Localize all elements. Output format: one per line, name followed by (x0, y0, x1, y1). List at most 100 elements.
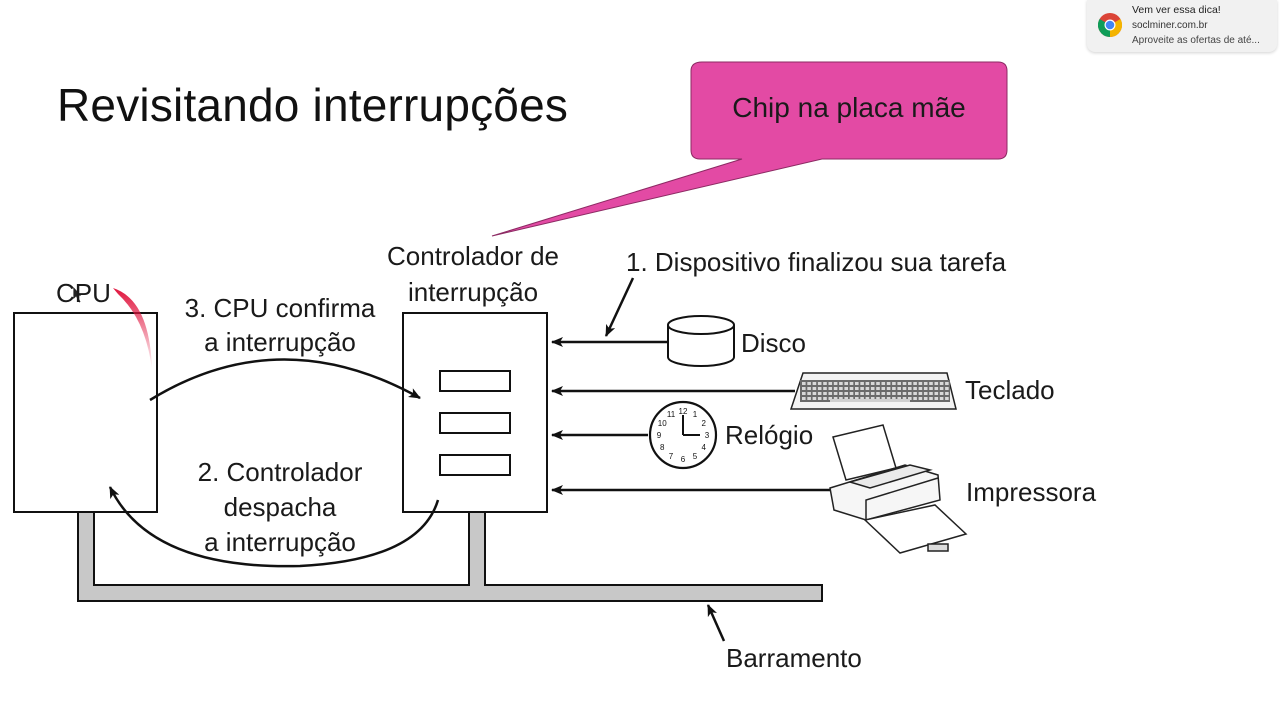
keyboard-key (908, 387, 912, 390)
keyboard-key (839, 387, 843, 390)
keyboard-key (886, 387, 891, 390)
keyboard-key (807, 387, 811, 390)
clock-numeral: 6 (681, 455, 686, 464)
keyboard-key (902, 382, 907, 385)
device-label-printer: Impressora (966, 477, 1097, 507)
cpu-label: CPU (56, 278, 111, 308)
keyboard-key (923, 392, 928, 395)
notification-source: soclminer.com.br (1132, 20, 1208, 31)
keyboard-key (897, 392, 901, 395)
keyboard-key (945, 392, 949, 395)
keyboard-key (892, 387, 896, 390)
clock-numeral: 3 (705, 431, 710, 440)
keyboard-key (902, 387, 907, 390)
device-label-disk: Disco (741, 328, 807, 358)
keyboard-key (849, 382, 854, 385)
keyboard-key (833, 387, 838, 390)
step2-label-line2: despacha (223, 492, 337, 522)
step3-label-line2: a interrupção (204, 327, 356, 357)
keyboard-key (881, 382, 886, 385)
keyboard-key (897, 387, 901, 390)
interrupt-controller-box (402, 312, 548, 513)
keyboard-key (886, 397, 891, 400)
controller-label-line2: interrupção (407, 277, 539, 307)
keyboard-key (855, 382, 859, 385)
clock-numeral: 9 (657, 431, 662, 440)
keyboard-key (929, 382, 933, 385)
device-label-clock: Relógio (725, 420, 814, 450)
keyboard-key (807, 392, 811, 395)
arrow-cpu-confirms (149, 358, 421, 402)
keyboard-key (839, 392, 843, 395)
keyboard-key (881, 387, 886, 390)
keyboard-key (807, 382, 811, 385)
keyboard-key (870, 397, 875, 400)
step2-label-line1: 2. Controlador (197, 457, 363, 487)
keyboard-key (844, 392, 848, 395)
controller-label-line1: Controlador de (387, 241, 559, 271)
notification-message: Aproveite as ofertas de até... (1132, 35, 1260, 46)
step1-pointer (604, 277, 635, 337)
keyboard-key (939, 382, 944, 385)
keyboard-key (865, 387, 870, 390)
clock-numeral: 12 (679, 407, 688, 416)
keyboard-key (886, 392, 891, 395)
keyboard-key (897, 397, 901, 400)
keyboard-key (908, 397, 912, 400)
callout-text: Chip na placa mãe (732, 92, 966, 123)
keyboard-key (828, 397, 833, 400)
keyboard-key (923, 382, 928, 385)
keyboard-key (913, 397, 917, 400)
keyboard-key (833, 392, 838, 395)
keyboard-key (855, 392, 859, 395)
bus-pointer (706, 604, 726, 642)
step3-label-line1: 3. CPU confirma (184, 293, 376, 323)
keyboard-key (802, 397, 806, 400)
keyboard-key (918, 387, 923, 390)
keyboard-key (812, 392, 817, 395)
keyboard-key (945, 382, 949, 385)
clock-numeral: 4 (702, 443, 707, 452)
keyboard-key (828, 382, 833, 385)
browser-notification[interactable]: Vem ver essa dica! soclminer.com.br Apro… (1087, 0, 1277, 52)
keyboard-key (865, 392, 870, 395)
keyboard-key (876, 387, 880, 390)
keyboard-key (812, 397, 817, 400)
keyboard-key (939, 392, 944, 395)
slide-title: Revisitando interrupções (57, 79, 569, 131)
keyboard-key (939, 387, 944, 390)
keyboard-key (908, 392, 912, 395)
annotation-stroke (113, 288, 152, 370)
keyboard-key (913, 382, 917, 385)
keyboard-key (828, 392, 833, 395)
arrow-controller-dispatches (108, 486, 440, 568)
keyboard-key (802, 387, 806, 390)
keyboard-key (855, 397, 859, 400)
keyboard-key (817, 397, 822, 400)
keyboard-key (860, 397, 864, 400)
keyboard-key (918, 397, 923, 400)
keyboard-key (802, 392, 806, 395)
keyboard-key (870, 387, 875, 390)
keyboard-key (918, 382, 923, 385)
keyboard-key (923, 397, 928, 400)
keyboard-key (817, 392, 822, 395)
keyboard-key (902, 397, 907, 400)
notification-title: Vem ver essa dica! (1132, 4, 1221, 16)
keyboard-key (897, 382, 901, 385)
clock-numeral: 8 (660, 443, 665, 452)
keyboard-key (929, 392, 933, 395)
controller-register (439, 412, 511, 434)
callout-bubble (491, 61, 1008, 237)
clock-numeral: 1 (693, 410, 698, 419)
keyboard-key (892, 392, 896, 395)
keyboard-key (881, 392, 886, 395)
keyboard-key (934, 397, 939, 400)
step1-label: 1. Dispositivo finalizou sua tarefa (626, 247, 1007, 277)
keyboard-key (855, 387, 859, 390)
clock-numeral: 10 (658, 419, 667, 428)
keyboard-key (823, 382, 827, 385)
keyboard-key (849, 397, 854, 400)
keyboard-key (817, 387, 822, 390)
